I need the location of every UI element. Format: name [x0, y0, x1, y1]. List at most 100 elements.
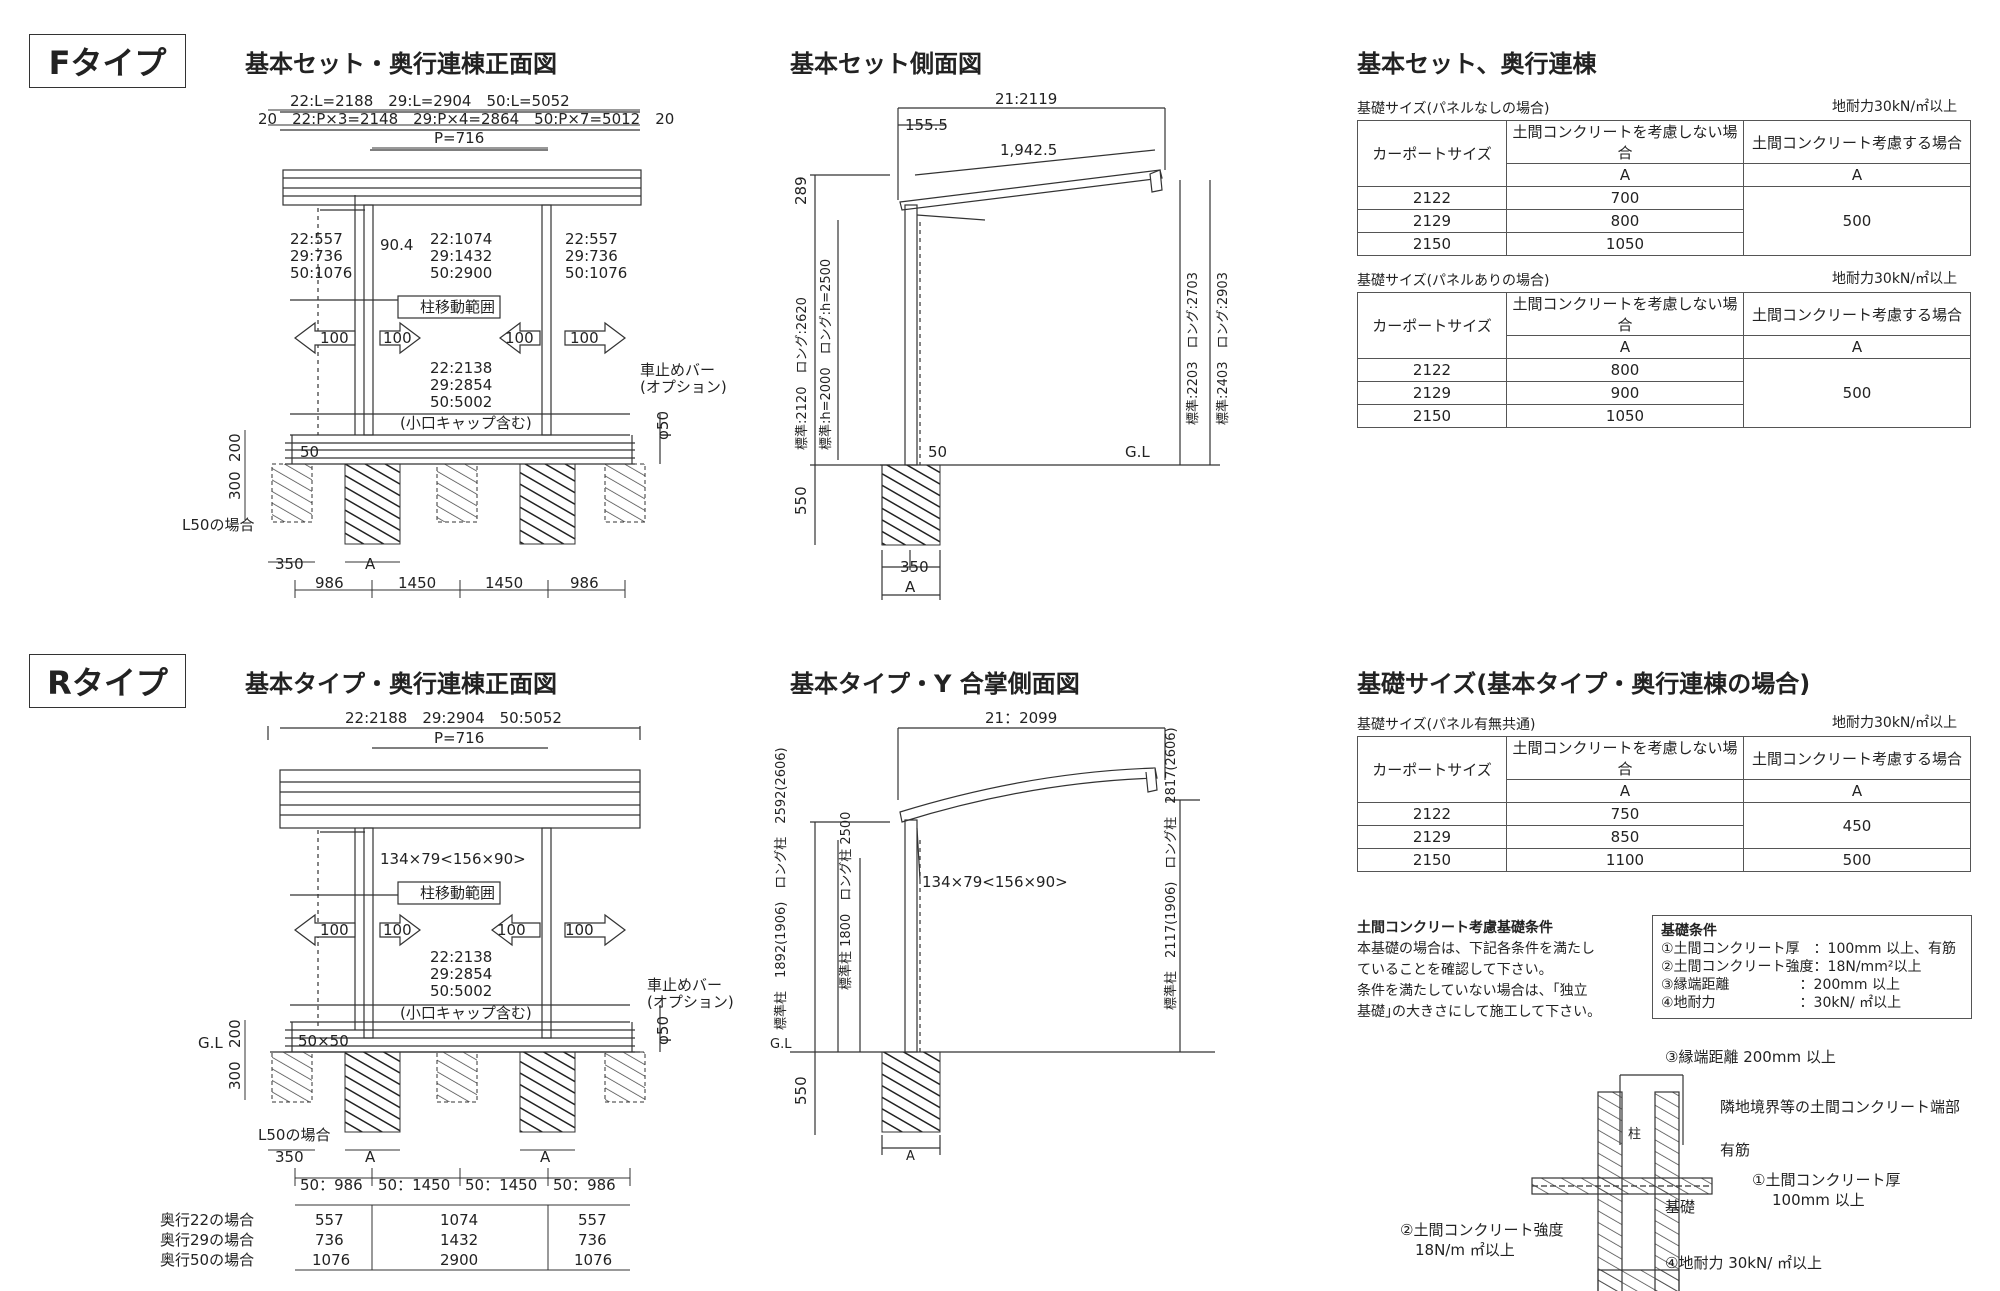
r-d350: 350 [275, 1148, 304, 1166]
r-dA-2: A [540, 1148, 551, 1166]
r-bottom-dim-1: 50：986 [300, 1176, 363, 1194]
value-cell: 1100 [1506, 848, 1744, 872]
r-depth-row2-b: 1432 [440, 1231, 478, 1249]
detail-base: 基礎 [1665, 1198, 1695, 1216]
r-side-post: 134×79<156×90> [922, 873, 1068, 891]
r-side-foundation [881, 1051, 941, 1133]
size-cell: 2129 [1357, 825, 1507, 849]
f-bar-note-2: (オプション) [640, 378, 727, 396]
f-front-arrows [294, 321, 626, 355]
f-d350: 350 [275, 555, 304, 573]
f-foundation-table-with-panel: カーポートサイズ 土間コンクリートを考慮しない場合 土間コンクリート考慮する場合… [1357, 292, 1971, 428]
value-cell: 900 [1506, 381, 1744, 405]
f-l50: L50の場合 [182, 516, 254, 534]
f-side-d350: 350 [900, 558, 929, 576]
r-front-widths: 22:2188 29:2904 50:5052 [345, 709, 562, 727]
f-side-drawing [810, 107, 1220, 600]
size-cell: 2122 [1357, 186, 1507, 210]
detail-strength2: 18N/m ㎡以上 [1415, 1241, 1515, 1259]
r-side-dA: A [906, 1149, 915, 1164]
r-front-foundations [271, 1051, 646, 1133]
size-cell: 2150 [1357, 232, 1507, 256]
f-side-slope: 1,942.5 [1000, 141, 1057, 159]
r-depth-row3-b: 2900 [440, 1251, 478, 1269]
concrete-conditions-text: 土間コンクリート考慮基礎条件 本基礎の場合は、下記各条件を満たし ていることを確… [1357, 918, 1627, 1023]
f-foundation-table-no-panel: カーポートサイズ 土間コンクリートを考慮しない場合 土間コンクリート考慮する場合… [1357, 120, 1971, 256]
r-foundation-detail [1531, 1074, 1713, 1291]
r-side-v-right: 標準柱 2117(1906) ロング柱 2817(2606) [1163, 727, 1179, 1010]
concrete-line: 本基礎の場合は、下記各条件を満たし [1357, 941, 1595, 957]
f-right-span-22: 22:557 [565, 230, 618, 248]
detail-bearing: ④地耐力 30kN/ ㎡以上 [1665, 1254, 1822, 1272]
col-yes: 土間コンクリート考慮する場合 [1743, 120, 1971, 164]
conditions-title: 基礎条件 [1661, 923, 1717, 939]
size-cell: 2150 [1357, 848, 1507, 872]
r-front-post: 134×79<156×90> [380, 850, 526, 868]
col-a: A [1743, 335, 1971, 359]
r-front-dimlines [244, 1020, 631, 1271]
r-h300: 300 [226, 1061, 244, 1090]
r-bar-note-2: (オプション) [647, 993, 734, 1011]
r-h200: 200 [226, 1019, 244, 1048]
r-arrow-4: 100 [565, 921, 594, 939]
f-bottom-dim-4: 986 [570, 574, 599, 592]
r-cap-note: (小口キャップ含む) [400, 1004, 532, 1022]
f-arrow-2: 100 [383, 329, 412, 347]
value-cell: 850 [1506, 825, 1744, 849]
f-side-h550: 550 [792, 486, 810, 515]
f-mid-span-50: 50:2900 [430, 264, 492, 282]
r-d50x50: 50×50 [298, 1032, 349, 1050]
col-a: A [1743, 163, 1971, 187]
f-side-v-left2: 標準:h=2000 ロング:h=2500 [818, 259, 834, 450]
r-bar-note-1: 車止めバー [647, 976, 722, 994]
r-bottom-span-50: 50:5002 [430, 982, 492, 1000]
f-table-title: 基本セット、奥行連棟 [1357, 50, 1597, 78]
f-bottom-dim-1: 986 [315, 574, 344, 592]
f-bottom-span-29: 29:2854 [430, 376, 492, 394]
r-bottom-dim-4: 50：986 [553, 1176, 616, 1194]
size-cell: 2150 [1357, 404, 1507, 428]
f-side-title: 基本セット側面図 [790, 50, 982, 78]
size-cell: 2122 [1357, 358, 1507, 382]
f-side-width: 21:2119 [995, 90, 1057, 108]
detail-thick2: 100mm 以上 [1772, 1191, 1865, 1209]
concrete-line: 基礎｣の大きさにして施工して下さい。 [1357, 1004, 1602, 1020]
r-side-v-left1: 標準柱 1892(1906) ロング柱 2592(2606) [773, 747, 789, 1030]
r-front-pitch: P=716 [434, 729, 484, 747]
concrete-line: 条件を満たしていない場合は、｢独立 [1357, 983, 1588, 999]
r-side-h550: 550 [792, 1076, 810, 1105]
f-left-span-22: 22:557 [290, 230, 343, 248]
r-arrow-3: 100 [497, 921, 526, 939]
col-a: A [1506, 335, 1744, 359]
f-side-v-left1: 標準:2120 ロング:2620 [794, 297, 810, 450]
detail-strength1: ②土間コンクリート強度 [1400, 1221, 1563, 1239]
f-table1-ground: 地耐力30kN/㎡以上 [1832, 99, 1958, 115]
r-depth-row1-a: 557 [315, 1211, 344, 1229]
r-arrow-1: 100 [320, 921, 349, 939]
f-front-title: 基本セット・奥行連棟正面図 [245, 50, 557, 78]
f-arrow-3: 100 [505, 329, 534, 347]
f-dA: A [365, 555, 376, 573]
r-bottom-dim-2: 50：1450 [378, 1176, 450, 1194]
f-h300: 300 [226, 471, 244, 500]
f-right-span-50: 50:1076 [565, 264, 627, 282]
merged-cell: 500 [1743, 358, 1971, 428]
r-depth-row2-c: 736 [578, 1231, 607, 1249]
condition-line: ④地耐力 ：30kN/ ㎡以上 [1661, 995, 1902, 1011]
f-arrow-4: 100 [570, 329, 599, 347]
f-bottom-dim-3: 1450 [485, 574, 523, 592]
merged-cell: 500 [1743, 186, 1971, 256]
f-right-span-29: 29:736 [565, 247, 618, 265]
value-cell: 1050 [1506, 232, 1744, 256]
detail-edge: ③縁端距離 200mm 以上 [1665, 1048, 1836, 1066]
f-front-pitch: P=716 [434, 129, 484, 147]
f-h200: 200 [226, 433, 244, 462]
f-side-h289: 289 [792, 176, 810, 205]
r-bottom-span-29: 29:2854 [430, 965, 492, 983]
r-depth-row3-label: 奥行50の場合 [160, 1251, 254, 1269]
f-front-drawing [280, 111, 661, 465]
r-depth-row3-a: 1076 [312, 1251, 350, 1269]
f-side-offset: 155.5 [905, 116, 948, 134]
r-table-caption: 基礎サイズ(パネル有無共通) [1357, 717, 1536, 733]
